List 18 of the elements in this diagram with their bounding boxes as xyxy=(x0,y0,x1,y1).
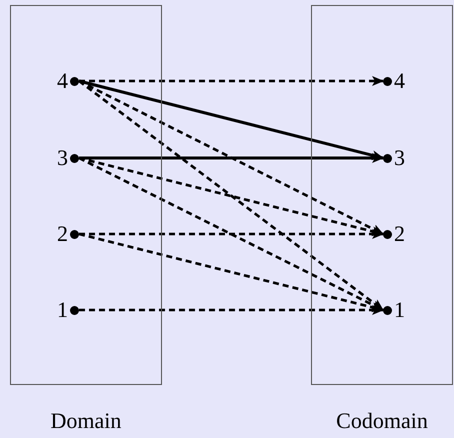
arrow xyxy=(78,80,384,160)
arrow xyxy=(78,80,384,312)
point-label: 3 xyxy=(57,146,68,170)
arrow xyxy=(79,153,384,163)
arrow xyxy=(79,305,384,315)
point-label: 2 xyxy=(394,222,405,246)
arrow xyxy=(79,229,384,239)
set-label: Codomain xyxy=(336,408,428,434)
arrow xyxy=(78,232,384,312)
point-label: 3 xyxy=(394,146,405,170)
arrow xyxy=(79,76,384,86)
arrow xyxy=(78,156,384,236)
point-label: 4 xyxy=(394,69,405,93)
point-label: 1 xyxy=(394,298,405,322)
point-label: 2 xyxy=(57,222,68,246)
point-label: 1 xyxy=(57,298,68,322)
set-label: Domain xyxy=(50,408,122,434)
point-label: 4 xyxy=(57,69,68,93)
